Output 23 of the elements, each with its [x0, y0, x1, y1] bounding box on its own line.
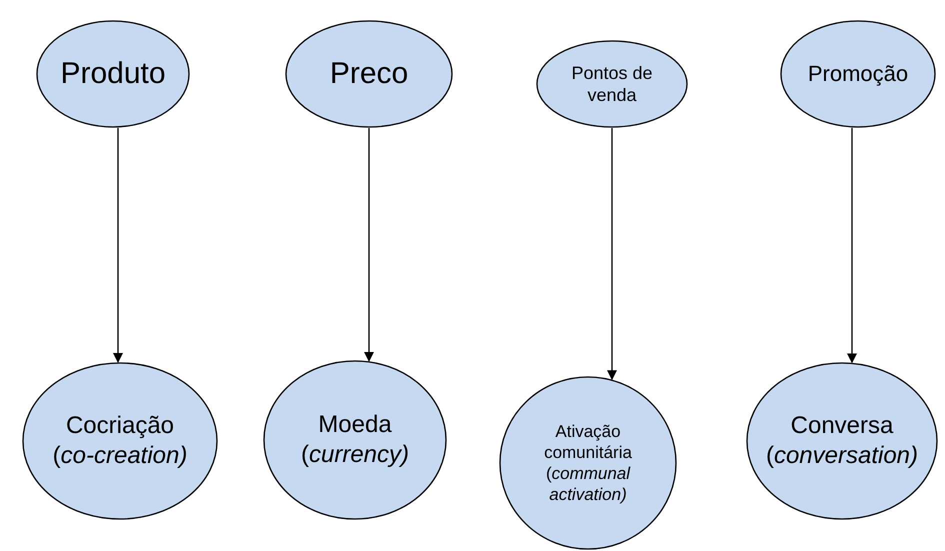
ellipse-node [263, 360, 447, 520]
arrow [364, 128, 374, 362]
node-label: Conversa [790, 411, 894, 441]
node-label: Moeda [318, 410, 392, 440]
ellipse-node [780, 20, 936, 128]
ellipse-node [499, 376, 677, 550]
arrow [847, 128, 857, 364]
node-label: Promoção [808, 60, 908, 88]
node-label: (conversation) [766, 441, 918, 471]
node-label: Pontos de venda [570, 62, 654, 106]
node-label: Produto [60, 56, 166, 92]
node-label: (co-creation) [52, 441, 188, 471]
ellipse-node [36, 20, 190, 128]
arrow [607, 128, 617, 380]
ellipse-node [536, 40, 688, 128]
ellipse-node [285, 20, 453, 128]
node-label: (communal activation) [544, 463, 632, 506]
node-label: Preco [330, 56, 408, 92]
node-label: Cocriação [66, 411, 174, 441]
ellipse-node [746, 362, 938, 520]
node-label: (currency) [300, 440, 410, 470]
arrow [113, 128, 123, 364]
ellipse-node [22, 362, 218, 520]
